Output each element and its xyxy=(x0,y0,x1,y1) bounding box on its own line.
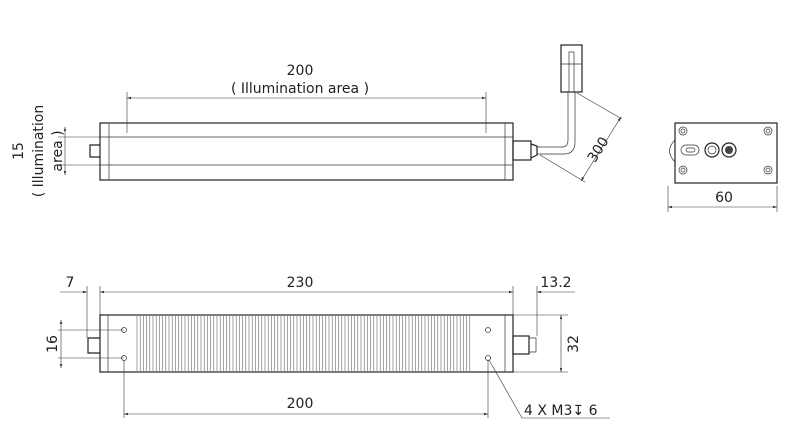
fitting-left xyxy=(704,142,720,158)
bottom-view: 230 7 13.2 32 16 200 4 X M3↧ 6 xyxy=(45,275,610,419)
top-length-note: ( Illumination area ) xyxy=(231,81,369,97)
hole-horizontal-spacing-dim: 200 xyxy=(287,396,314,412)
slot xyxy=(680,144,700,156)
top-width-note-2: area ) xyxy=(50,130,66,171)
top-width-dim: 15 xyxy=(11,142,27,160)
cable-gland xyxy=(512,140,532,161)
overall-length-dim: 230 xyxy=(287,275,314,291)
top-width-note-1: ( Illumination xyxy=(31,105,47,198)
connector-gland xyxy=(512,335,530,355)
top-length-dim: 200 xyxy=(287,63,314,79)
hole-callout: 4 X M3↧ 6 xyxy=(524,403,598,419)
end-view: 60 xyxy=(667,122,778,212)
heatsink-fins xyxy=(136,316,471,371)
left-stub xyxy=(89,144,100,158)
cable-length-dim: 300 xyxy=(585,134,613,165)
connector-dim: 13.2 xyxy=(540,275,571,291)
mounting-holes xyxy=(678,126,773,175)
height-dim: 32 xyxy=(566,335,582,353)
offset-dim: 7 xyxy=(66,275,75,291)
bottom-holes xyxy=(121,327,491,361)
left-stub xyxy=(87,337,100,354)
top-view: 200 ( Illumination area ) 15 ( Illuminat… xyxy=(11,44,623,198)
end-width-dim: 60 xyxy=(715,190,733,206)
hole-vertical-spacing-dim: 16 xyxy=(45,335,61,353)
light-bar-body xyxy=(99,122,514,181)
fitting-right xyxy=(721,142,737,158)
end-plate xyxy=(674,122,778,184)
